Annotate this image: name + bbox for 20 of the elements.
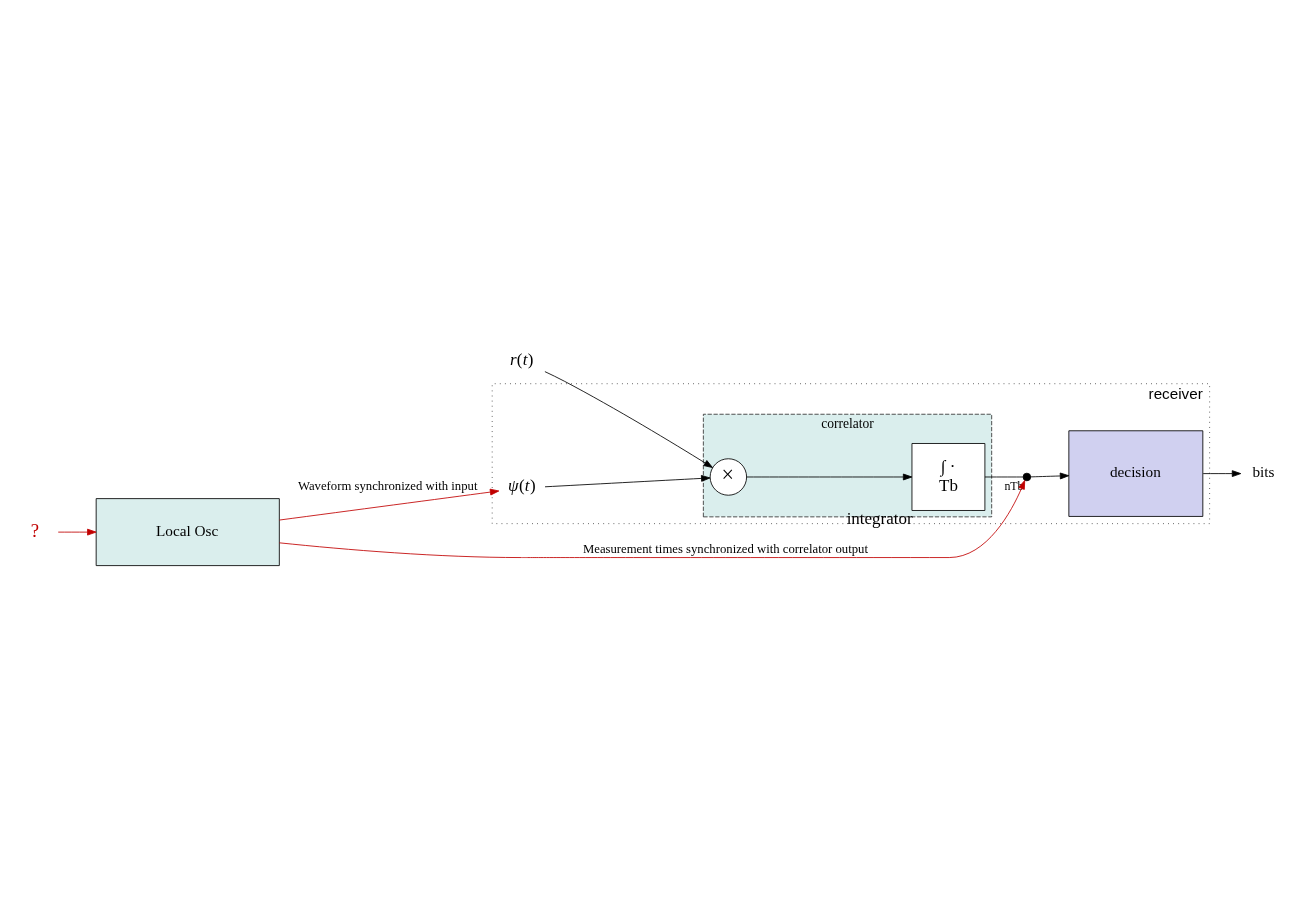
node-text: ψ(t) [507, 476, 536, 496]
node-text: r(t) [510, 350, 534, 370]
node-circle: × [709, 458, 748, 496]
arrow [57, 528, 97, 536]
node-box: ∫ · Tb [911, 443, 986, 511]
edge-label: Measurement times synchronized with correlator output [582, 542, 868, 557]
node-text: bits [1252, 463, 1275, 481]
edge-label: Waveform synchronized with input [297, 478, 478, 493]
arrow [279, 488, 500, 521]
arrow [279, 480, 1026, 558]
node-switch [1022, 472, 1032, 482]
node-text: ? [30, 519, 40, 541]
node-box: decision [1068, 430, 1204, 517]
arrow [1202, 470, 1242, 477]
arrow [544, 371, 713, 468]
node-box: Local Osc [95, 498, 280, 567]
connector [984, 476, 1024, 478]
arrow [1030, 472, 1070, 480]
arrow [746, 473, 913, 481]
arrow [544, 475, 711, 488]
